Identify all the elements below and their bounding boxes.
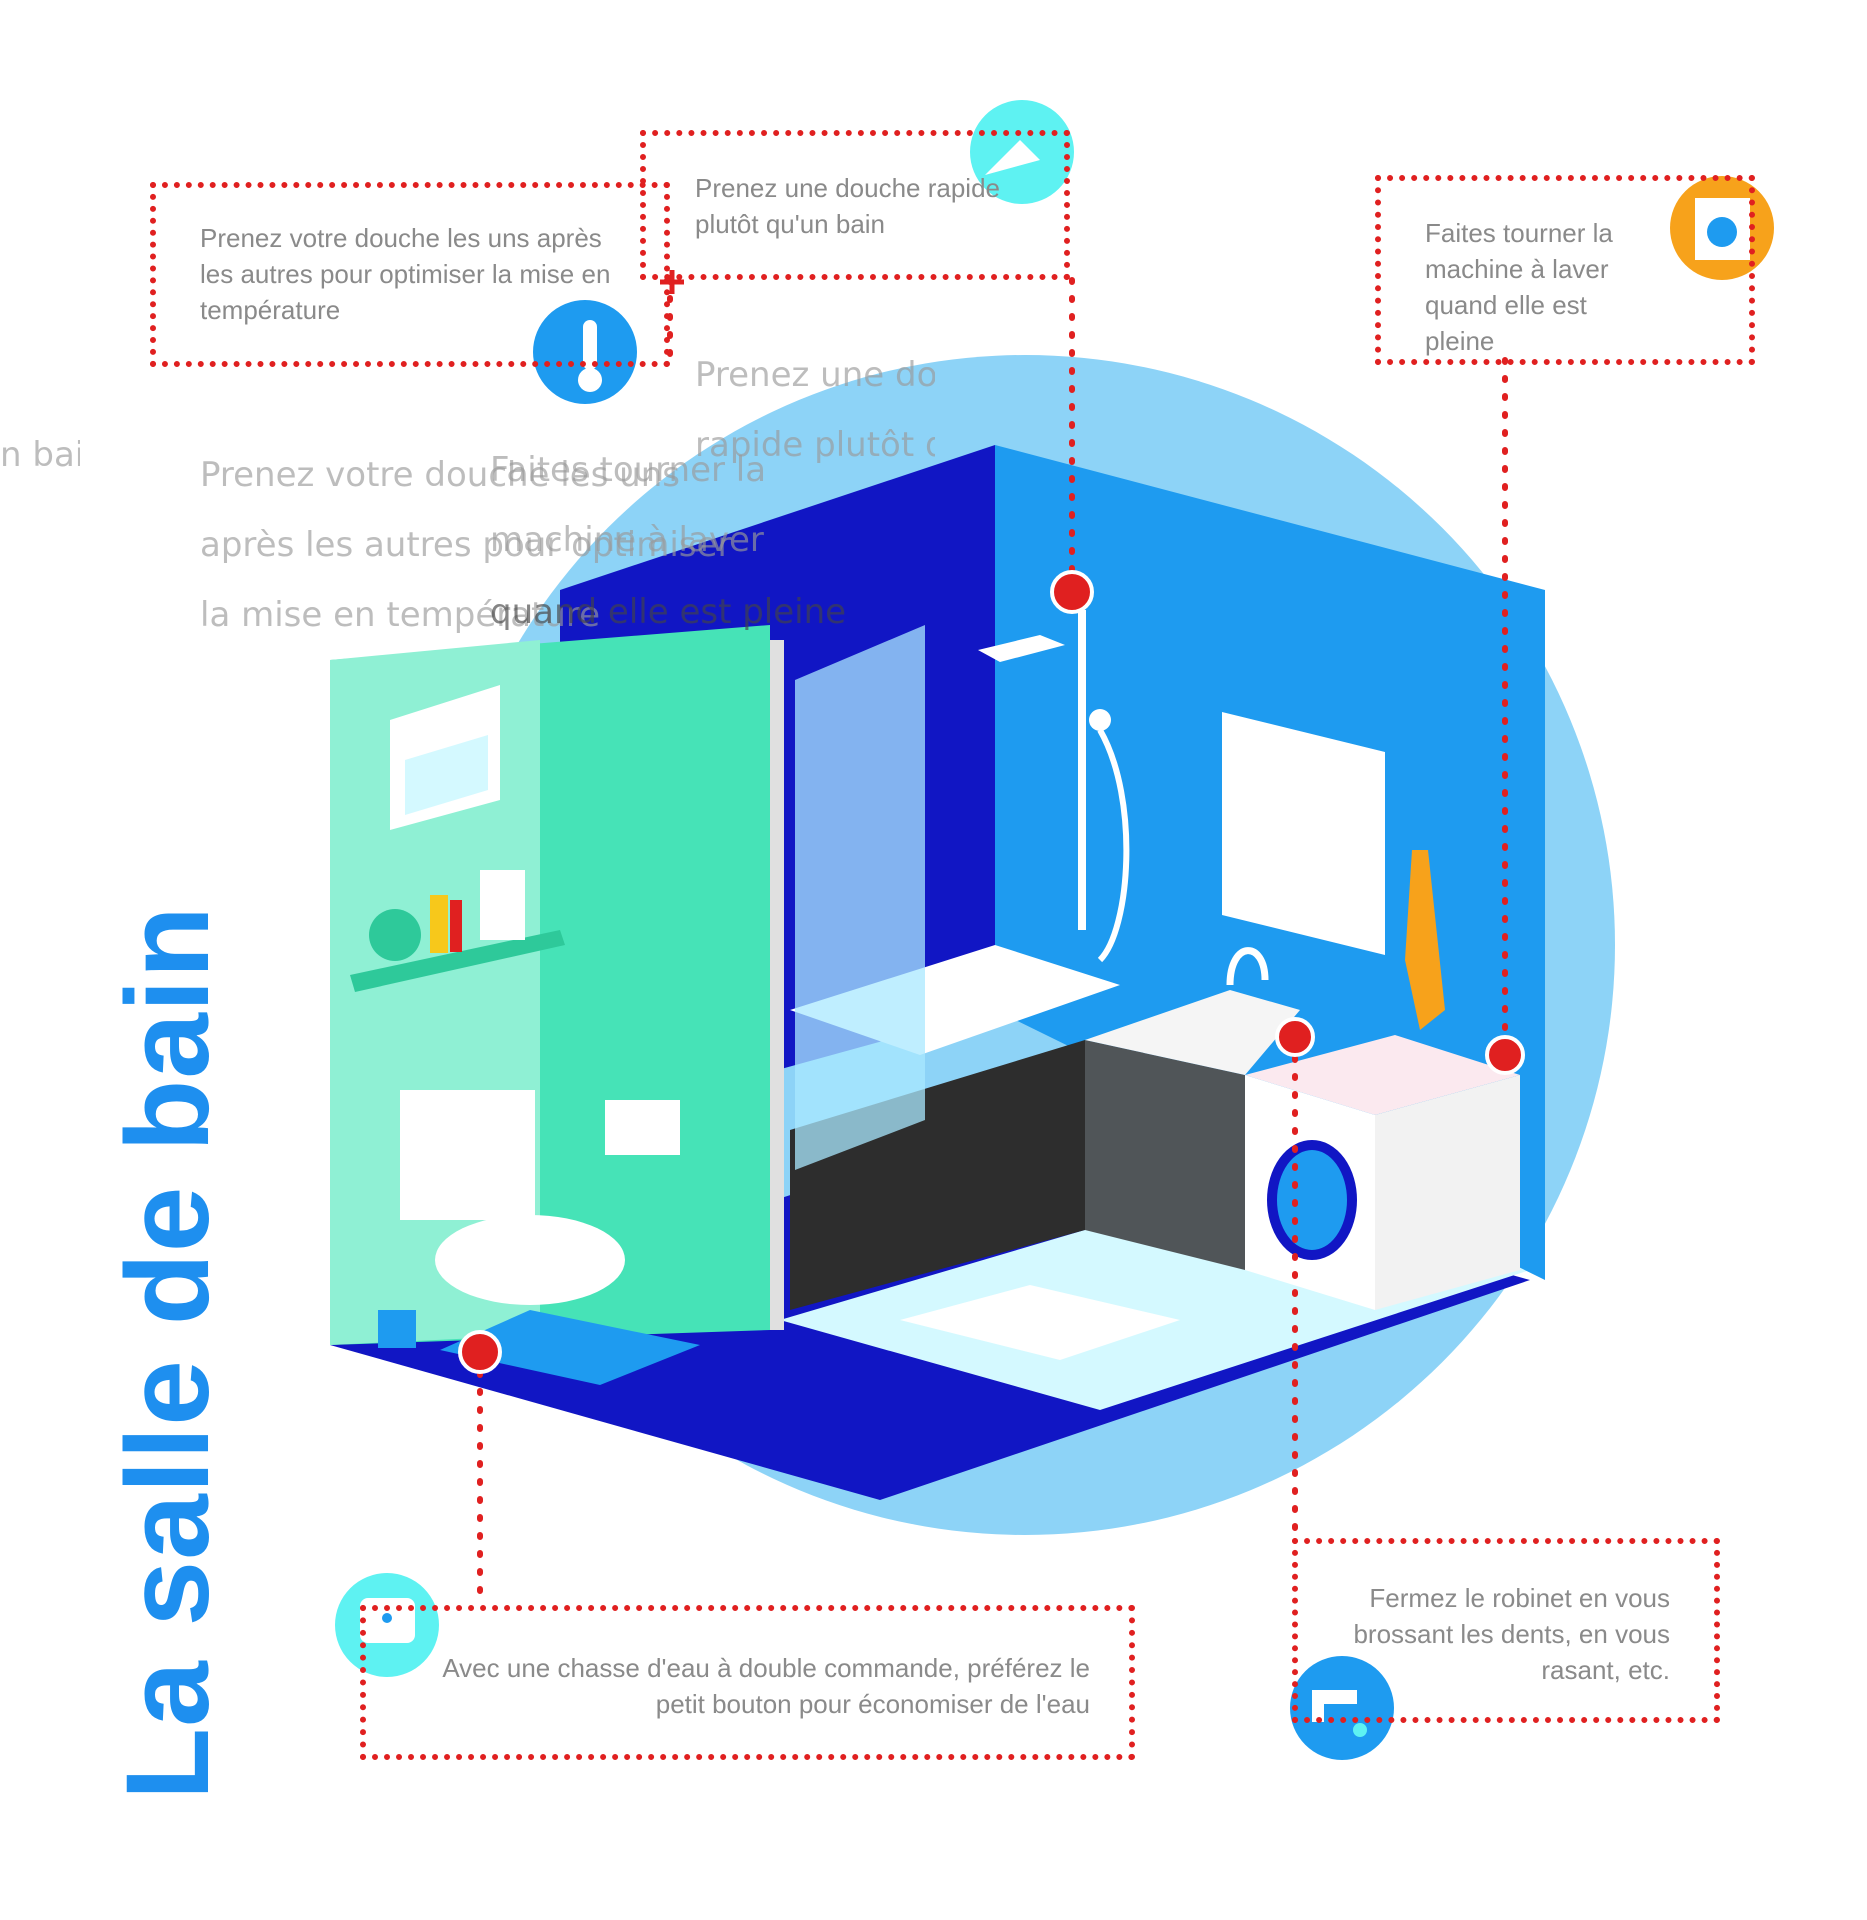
marker-washing-machine[interactable] <box>1485 1035 1525 1075</box>
ghost-line-2: après les autres pour optimiser <box>200 525 732 565</box>
faucet-icon <box>1290 1656 1394 1760</box>
shower-head <box>978 635 1065 662</box>
toilet-paper-holder <box>605 1100 680 1155</box>
glass-screen <box>795 625 925 1170</box>
shelf <box>350 930 565 992</box>
callout-toilet-flush <box>360 1605 1135 1760</box>
shower-thermometer-icon <box>533 300 637 404</box>
shower-head-icon <box>970 100 1074 204</box>
towel <box>1405 850 1445 1030</box>
faucet-tap <box>1226 947 1269 986</box>
toilet-brush <box>378 1310 416 1348</box>
washing-machine-icon <box>1670 176 1774 280</box>
sink-cabinet <box>1085 1040 1245 1270</box>
mirror <box>1222 712 1385 955</box>
ghost-edge-1: n bain <box>0 435 80 475</box>
callout-washing-machine <box>1375 175 1755 365</box>
ghost-line-1: Prenez votre douche les uns <box>200 455 680 495</box>
ghost-line-3: la mise en température <box>200 595 601 635</box>
book-yellow <box>430 895 448 953</box>
tip-washing-machine-text: Faites tourner la machine à laver quand … <box>1425 218 1613 356</box>
tip-toilet-flush-text: Avec une chasse d'eau à double commande,… <box>442 1653 1090 1719</box>
washing-machine-side <box>1375 1075 1520 1310</box>
marker-toilet[interactable] <box>458 1330 502 1374</box>
tip-faucet-text: Fermez le robinet en vous brossant les d… <box>1353 1583 1670 1685</box>
glass-frame <box>770 640 784 1330</box>
toilet-tank <box>400 1090 535 1220</box>
ghost-overlay-1: Faites tourner la <box>490 450 767 490</box>
book-red <box>450 900 462 952</box>
tip-shower-queue-text: Prenez votre douche les uns après les au… <box>200 223 611 325</box>
shower-hose <box>1097 728 1130 963</box>
hand-shower <box>1089 709 1111 731</box>
marker-sink[interactable] <box>1275 1017 1315 1057</box>
callout-quick-shower <box>640 130 1070 280</box>
marker-shower[interactable] <box>1050 570 1094 614</box>
toilet-bowl <box>435 1215 625 1305</box>
plant <box>369 909 421 961</box>
callout-faucet <box>1292 1538 1720 1723</box>
ghost-overlay-2: machine à laver <box>490 520 764 560</box>
window-glass <box>405 735 488 815</box>
ghost-quick-2: rapide plutôt qu'u <box>695 425 935 465</box>
toilet-roll-stack <box>480 870 525 940</box>
washing-machine-top <box>1245 1035 1520 1115</box>
bath-mat <box>900 1285 1180 1360</box>
sink-top <box>1085 990 1300 1075</box>
toilet-mat <box>440 1310 700 1385</box>
page-title: La salle de bain <box>102 905 234 1800</box>
washing-machine-door <box>1267 1140 1357 1260</box>
connector-lines <box>477 277 1508 1608</box>
ghost-overlay-3: quand elle est pleine <box>490 592 847 632</box>
ghost-quick-1: Prenez une douche <box>695 355 935 395</box>
tip-quick-shower-text: Prenez une douche rapide plutôt qu'un ba… <box>695 173 1001 239</box>
